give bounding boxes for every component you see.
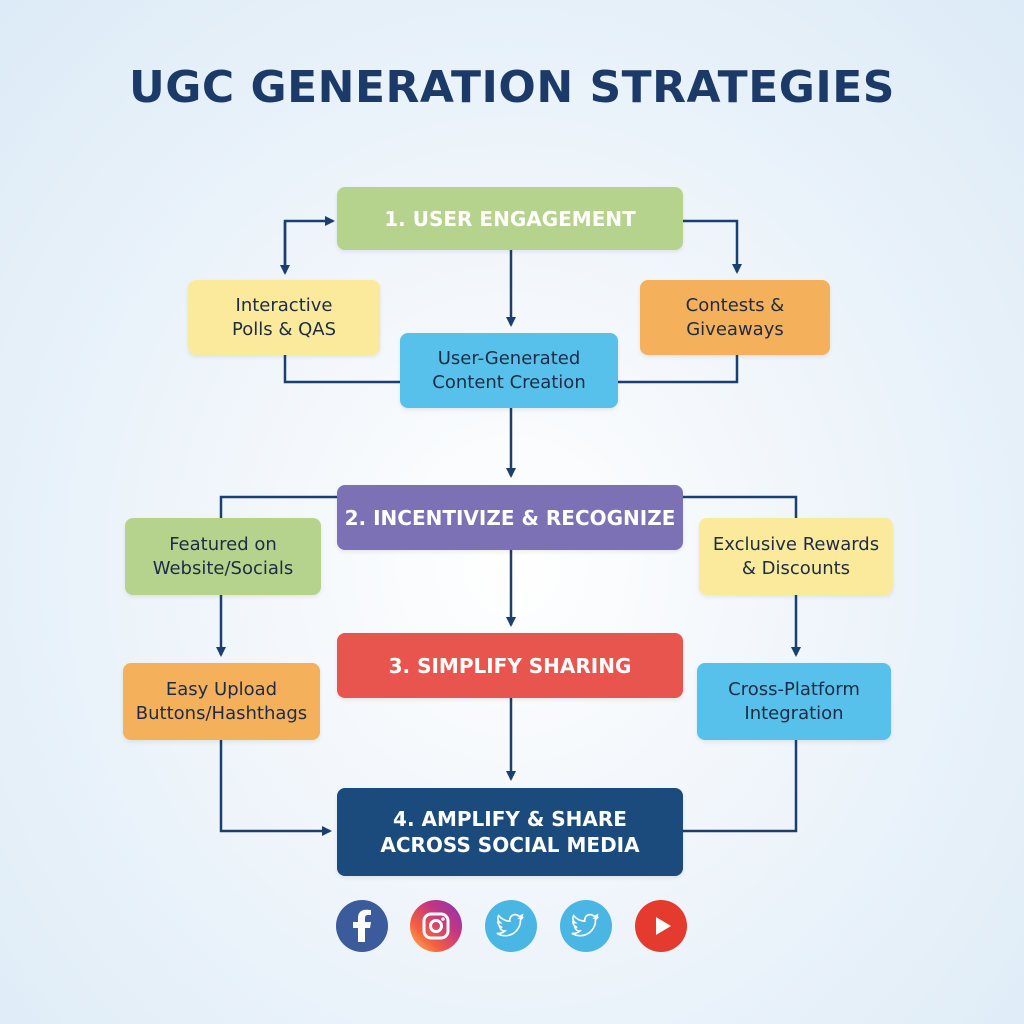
arrow-upload-to-amplify (219, 740, 332, 836)
facebook-icon (336, 900, 388, 952)
twitter-icon (560, 900, 612, 952)
polls-line1: Interactive (235, 295, 333, 317)
upload-line1: Easy Upload (165, 679, 278, 701)
instagram-icon (410, 900, 462, 952)
step-3-simplify-sharing: 3. SIMPLIFY SHARING (337, 633, 683, 698)
crossplatform-line1: Cross-Platform (728, 679, 860, 701)
step-4-line2: ACROSS SOCIAL MEDIA (380, 833, 640, 857)
step-4-line1: 4. AMPLIFY & SHARE (393, 807, 627, 831)
line-contests-to-ugc (618, 355, 739, 384)
line-incentivize-to-featured (219, 495, 337, 518)
featured-line2: Website/Socials (152, 557, 294, 579)
polls-line2: Polls & QAS (232, 318, 336, 340)
upload-line2: Buttons/Hashthags (135, 702, 308, 724)
step-2-incentivize: 2. INCENTIVIZE & RECOGNIZE (337, 485, 683, 550)
step-2-label: 2. INCENTIVIZE & RECOGNIZE (344, 505, 676, 530)
exclusive-rewards-box: Exclusive Rewards& Discounts (699, 518, 893, 595)
step-1-label: 1. USER ENGAGEMENT (384, 206, 636, 231)
contests-giveaways-box: Contests &Giveaways (640, 280, 830, 355)
featured-line1: Featured on (169, 534, 277, 556)
contests-line1: Contests & (685, 295, 785, 317)
page-title: UGC GENERATION STRATEGIES (129, 62, 895, 113)
ugc-line2: Content Creation (432, 371, 586, 393)
line-crossplatform-to-amplify (683, 740, 798, 833)
exclusive-line1: Exclusive Rewards (712, 534, 880, 556)
ugc-line1: User-Generated (437, 348, 581, 370)
twitter-icon (485, 900, 537, 952)
step-3-label: 3. SIMPLIFY SHARING (388, 653, 632, 678)
crossplatform-line2: Integration (744, 702, 844, 724)
line-incentivize-to-exclusive (683, 495, 798, 518)
arrow-polls-to-engagement (283, 216, 335, 272)
exclusive-line2: & Discounts (741, 557, 851, 579)
youtube-icon (635, 900, 687, 952)
line-polls-to-ugc (283, 355, 400, 384)
contests-line2: Giveaways (686, 318, 784, 340)
arrow-engagement-to-contests (683, 219, 742, 274)
step-1-user-engagement: 1. USER ENGAGEMENT (337, 187, 683, 250)
